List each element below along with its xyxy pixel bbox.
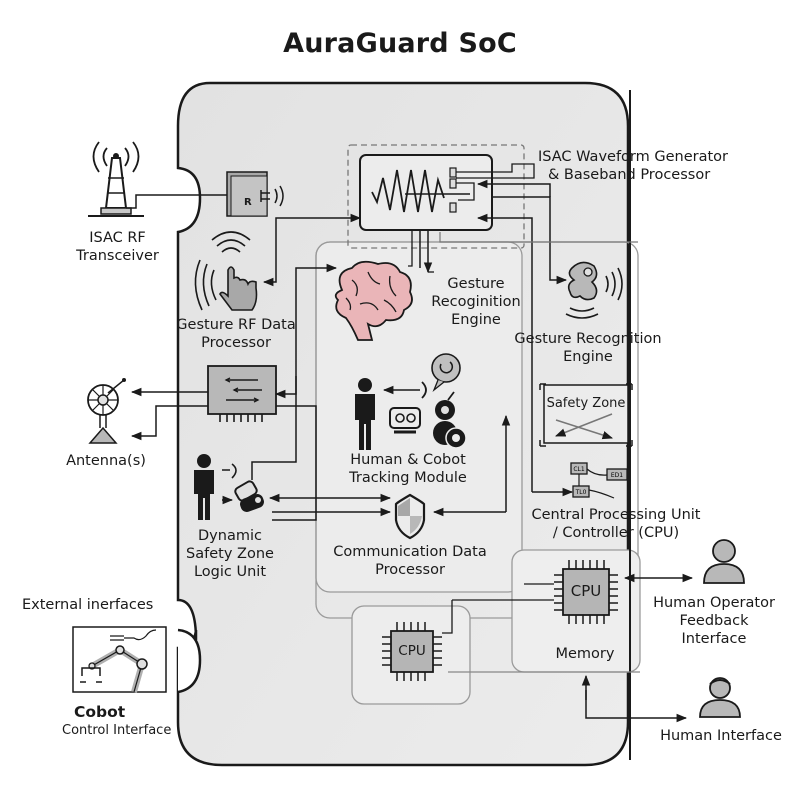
- radio-tower-icon: [88, 141, 144, 217]
- shield-icon[interactable]: [394, 493, 426, 540]
- label-line: Tracking Module: [349, 470, 467, 486]
- cobot-label: Cobot: [74, 703, 126, 721]
- gesture-recognition-engine-outer-label: Gesture Recognition Engine: [504, 330, 672, 366]
- cpu-secondary-chip[interactable]: [382, 622, 442, 681]
- label-line: Logic Unit: [193, 564, 267, 580]
- label-line: ISAC RF: [89, 230, 146, 246]
- label-line: Interface: [681, 631, 747, 647]
- cpu-node-label: TL0: [575, 489, 587, 496]
- label-line: Safety Zone: [186, 546, 274, 562]
- safety-zone-label: Safety Zone: [546, 396, 626, 411]
- label-line: / Controller (CPU): [552, 525, 680, 541]
- label-line: Transceiver: [76, 248, 159, 264]
- brain-icon: [334, 260, 413, 341]
- cpu-main-chip[interactable]: [554, 560, 618, 624]
- rf-module-icon[interactable]: [226, 171, 284, 217]
- label-line: Human Operator: [653, 595, 775, 611]
- person-robot-icon: [194, 454, 264, 520]
- isac-waveform-label: ISAC Waveform Generator & Baseband Proce…: [538, 148, 728, 184]
- diagram-title: AuraGuard SoC: [283, 28, 517, 59]
- rf-module-letter: R: [244, 197, 252, 208]
- cpu-node-label: CL1: [573, 466, 585, 473]
- label-line: Feedback: [679, 613, 749, 629]
- human-operator-feedback-label: Human Operator Feedback Interface: [648, 594, 780, 648]
- person-icon: [703, 539, 745, 584]
- external-interfaces-heading: External inerfaces: [22, 597, 154, 613]
- label-line: Processor: [201, 335, 271, 351]
- label-line: Gesture Recognition: [514, 331, 662, 347]
- human-interface-label: Human Interface: [660, 728, 782, 744]
- label-line: Engine: [451, 312, 501, 328]
- person-headset-icon: [699, 677, 741, 718]
- robot-arm-icon[interactable]: [72, 626, 167, 693]
- board-notch-top: [177, 166, 202, 234]
- label-line: Engine: [563, 349, 613, 365]
- cpu-main-label: CPU: [570, 582, 602, 600]
- human-robot-icon: [355, 353, 467, 450]
- waveform-generator-block[interactable]: [359, 154, 493, 231]
- satellite-dish-icon: [87, 378, 126, 444]
- board-notch-bottom: [177, 628, 202, 694]
- safety-zone-icon[interactable]: [539, 383, 633, 447]
- memory-label: Memory: [555, 646, 615, 662]
- label-line: Human & Cobot: [350, 452, 466, 468]
- label-line: & Baseband Processor: [548, 167, 711, 183]
- cpu-controller-nodes: [570, 462, 628, 499]
- human-cobot-tracking-label: Human & Cobot Tracking Module: [338, 451, 478, 487]
- antennas-label: Antenna(s): [66, 453, 146, 469]
- hand-gesture-icon[interactable]: [194, 231, 258, 311]
- label-line: Gesture RF Data: [176, 317, 296, 333]
- label-line: Gesture: [447, 276, 505, 292]
- label-line: Central Processing Unit: [531, 507, 701, 523]
- label-line: Processor: [375, 562, 445, 578]
- cpu-secondary-label: CPU: [398, 643, 426, 659]
- gesture-radar-icon: [565, 261, 623, 319]
- gesture-rf-data-processor-label: Gesture RF Data Processor: [171, 316, 301, 352]
- isac-rf-transceiver-label: ISAC RF Transceiver: [70, 229, 165, 265]
- cpu-controller-label: Central Processing Unit / Controller (CP…: [516, 506, 716, 542]
- label-line: Dynamic: [198, 528, 262, 544]
- communication-data-processor-label: Communication Data Processor: [322, 543, 498, 579]
- cpu-node-label: ED1: [611, 472, 623, 479]
- gesture-recognition-engine-inner-label: Gesture Recoginition Engine: [426, 275, 526, 329]
- dynamic-safety-zone-label: Dynamic Safety Zone Logic Unit: [180, 527, 280, 581]
- label-line: ISAC Waveform Generator: [538, 149, 728, 165]
- switch-arrows-icon[interactable]: [207, 365, 277, 422]
- label-line: Communication Data: [333, 544, 487, 560]
- label-line: Recoginition: [431, 294, 521, 310]
- waveform-icon: [371, 169, 445, 213]
- cobot-control-interface-label: Control Interface: [62, 723, 172, 738]
